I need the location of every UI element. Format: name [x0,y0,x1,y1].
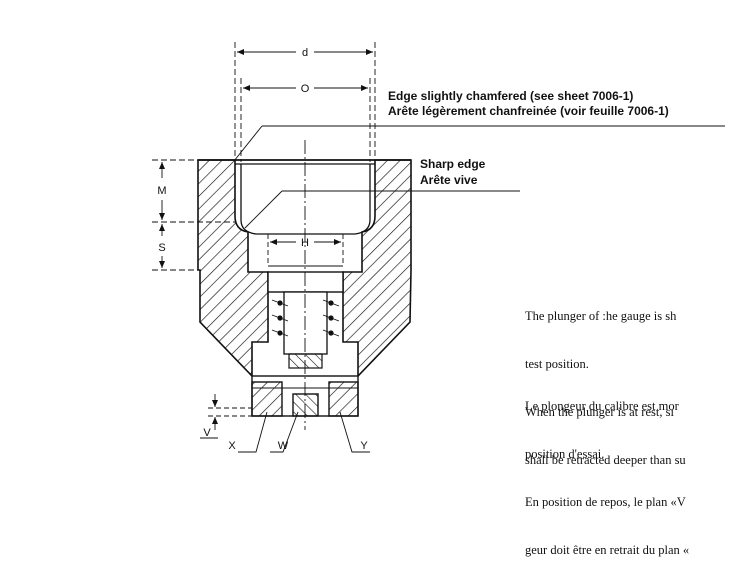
dimension-d-label: d [302,47,308,59]
note-fr-line: position d'essai. [525,447,605,461]
note-en-line: When the plunger is at rest, sı [525,405,674,419]
dimension-s-label: S [158,242,165,254]
note-fr-line: geur doit être en retrait du plan « [525,543,690,557]
sharp-edge-en: Sharp edge [420,157,486,171]
callout-leaders [233,125,725,229]
gauge-bore-outline [240,164,371,235]
plunger [267,265,344,369]
part-y-label: Y [360,440,368,452]
note-english: The plunger of :he gauge is sh test posi… [525,276,730,484]
part-leaders [238,411,370,453]
dimension-h [267,234,344,264]
sharp-edge-fr: Arête vive [420,173,478,187]
dimension-d [234,42,376,158]
part-x-section [251,381,283,417]
dimension-v-label: V [203,427,211,439]
dimension-h-label: H [301,237,309,249]
edge-chamfered-fr: Arête légèrement chanfreinée (voir feuil… [388,104,669,118]
note-en-line: shall be retracted deeper than su [525,453,686,467]
part-y-section [328,381,359,417]
gauge-body-left-section [197,159,269,378]
note-en-line: test position. [525,357,589,371]
dimension-m-s [152,159,235,271]
gauge-body [197,159,412,378]
dimension-o [240,78,371,162]
part-w-section [292,393,319,417]
note-en-line: The plunger of :he gauge is sh [525,309,677,323]
dimension-v [200,394,252,439]
part-x-label: X [228,440,236,452]
dimension-o-label: O [301,83,310,95]
part-w-label: W [278,440,289,452]
gauge-cross-section-drawing: d O H M S V X W Y [152,42,725,453]
dimension-m-label: M [157,185,166,197]
edge-chamfered-en: Edge slightly chamfered (see sheet 7006-… [388,89,633,103]
note-fr-line: Le plongeur du calibre est mor [525,399,679,413]
note-fr-line: En position de repos, le plan «V [525,495,686,509]
note-french: Le plongeur du calibre est mor position … [525,366,730,574]
gauge-body-right-section [342,159,412,378]
